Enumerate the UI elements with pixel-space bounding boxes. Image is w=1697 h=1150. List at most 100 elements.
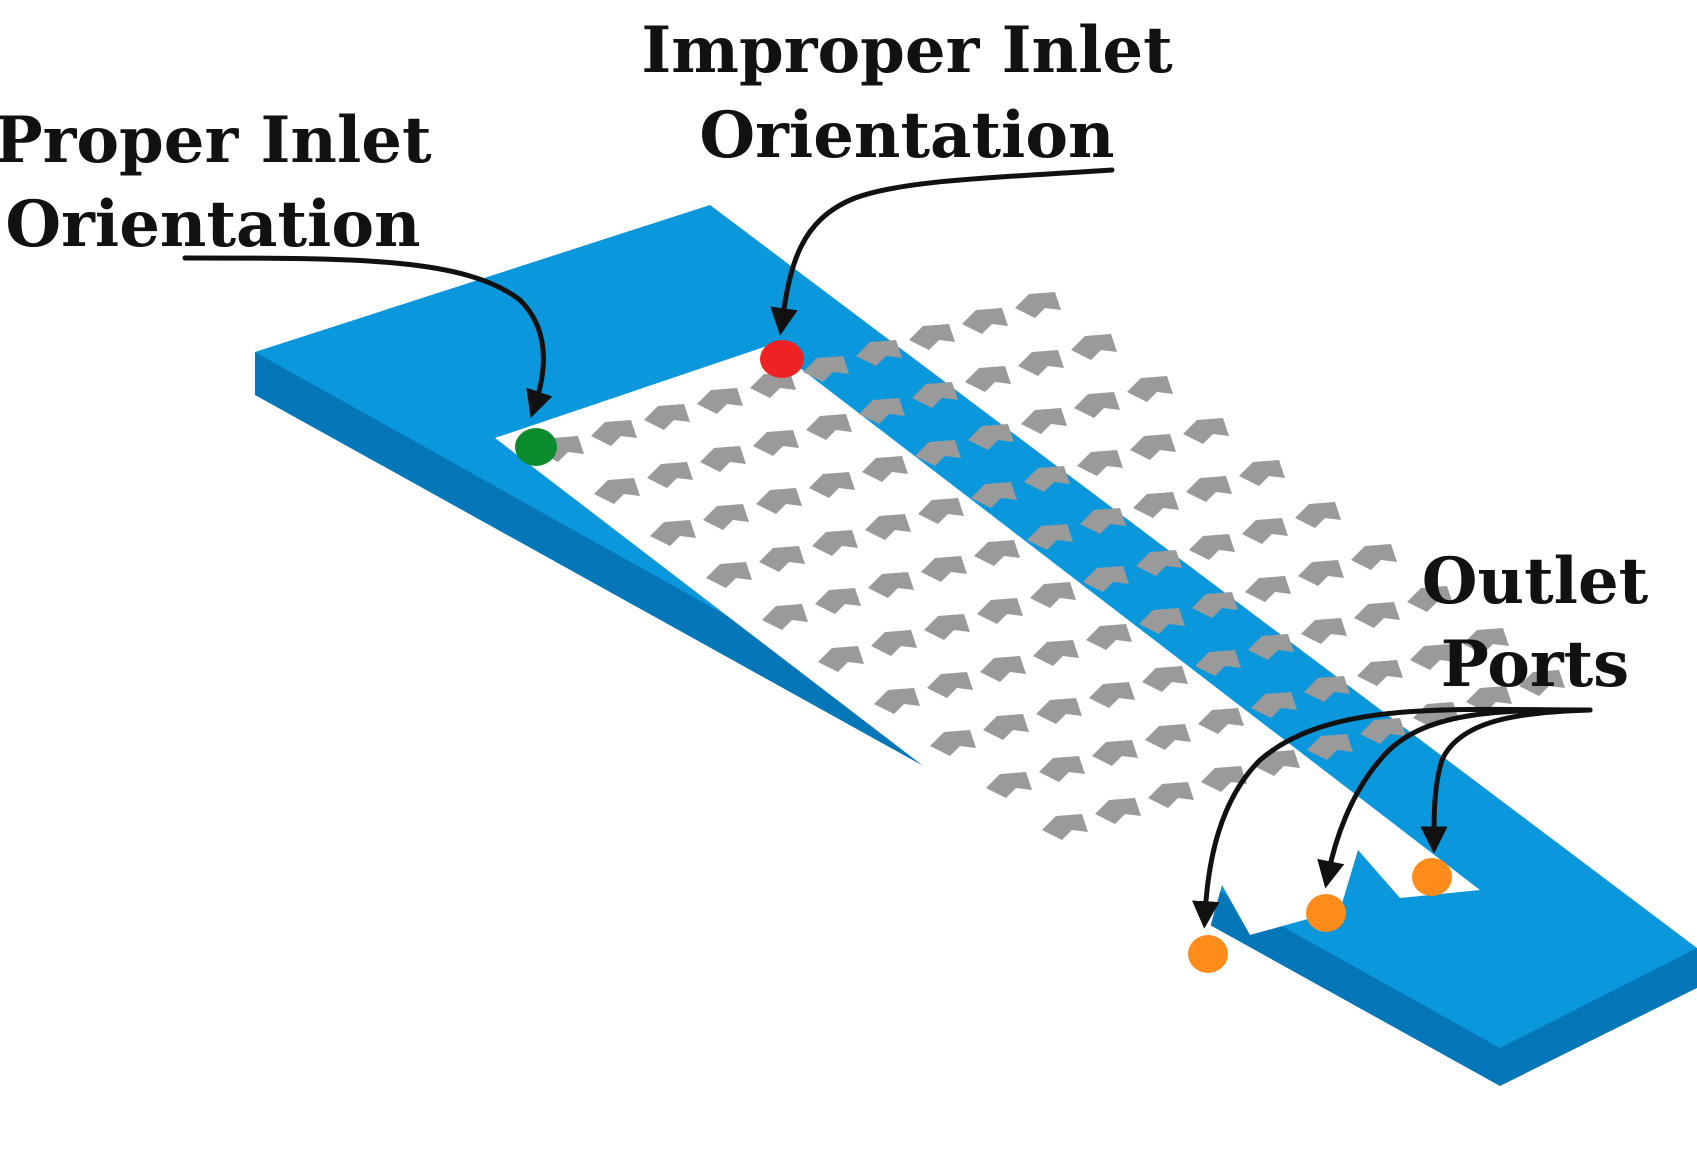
pillar — [874, 688, 920, 714]
pillar — [1463, 628, 1509, 654]
pillar — [1142, 666, 1188, 692]
pillar — [921, 556, 967, 582]
pillar — [930, 730, 976, 756]
outlet-port — [1412, 858, 1452, 896]
improper-inlet-label-line2: Orientation — [699, 98, 1114, 173]
pillar — [1298, 560, 1344, 586]
improper-inlet-arrow — [770, 167, 1115, 336]
pillar — [927, 672, 973, 698]
proper-inlet-arrow — [182, 255, 553, 419]
pillar — [809, 472, 855, 498]
pillar — [1360, 718, 1406, 744]
pillar — [1071, 334, 1117, 360]
pillar — [647, 462, 693, 488]
outlet-arrow-middle — [1317, 707, 1593, 889]
pillar — [1239, 460, 1285, 486]
pillar — [1192, 592, 1238, 618]
pillar — [1186, 476, 1232, 502]
pillar — [1145, 724, 1191, 750]
pillar — [1015, 292, 1061, 318]
pillar — [1074, 392, 1120, 418]
improper-inlet-port — [760, 340, 804, 378]
pillar — [815, 588, 861, 614]
pillar — [856, 340, 902, 366]
outlet-port — [1188, 935, 1228, 973]
proper-inlet-port — [515, 428, 557, 466]
pillar — [924, 614, 970, 640]
pillar — [803, 356, 849, 382]
pillar — [650, 520, 696, 546]
pillar — [1030, 582, 1076, 608]
pillar — [965, 366, 1011, 392]
pillar — [918, 498, 964, 524]
pillar — [1127, 376, 1173, 402]
pillar — [1195, 650, 1241, 676]
pillar — [750, 372, 796, 398]
pillar — [1089, 682, 1135, 708]
pillar — [759, 546, 805, 572]
pillar — [1519, 670, 1565, 696]
pillar — [1307, 734, 1353, 760]
pillar — [1086, 624, 1132, 650]
pillar — [871, 630, 917, 656]
pillar — [1466, 686, 1512, 712]
pillar — [909, 324, 955, 350]
ports — [515, 340, 1452, 973]
pillar — [915, 440, 961, 466]
pillar — [980, 656, 1026, 682]
pillar — [1136, 550, 1182, 576]
pillar — [1130, 434, 1176, 460]
pillar — [862, 456, 908, 482]
outlet-arrow-left — [1192, 706, 1593, 929]
pillar — [1251, 692, 1297, 718]
pillar — [1133, 492, 1179, 518]
pillar — [1201, 766, 1247, 792]
pillar — [1407, 586, 1453, 612]
pillar — [983, 714, 1029, 740]
pillar — [644, 404, 690, 430]
outlet-arrow-right — [1420, 707, 1593, 854]
pillar — [753, 430, 799, 456]
pillar — [1295, 502, 1341, 528]
pillar-array — [538, 292, 1565, 840]
pillar — [818, 646, 864, 672]
pillar — [1080, 508, 1126, 534]
pillar — [859, 398, 905, 424]
pillar — [986, 772, 1032, 798]
pillar — [868, 572, 914, 598]
outlet-port — [1306, 894, 1346, 932]
pillar — [977, 598, 1023, 624]
pillar — [697, 388, 743, 414]
outlet-ports-label-line1: Outlet — [1422, 544, 1649, 619]
pillar — [1410, 644, 1456, 670]
pillar — [1304, 676, 1350, 702]
pillar — [1092, 740, 1138, 766]
pillar — [912, 382, 958, 408]
pillar — [1301, 618, 1347, 644]
proper-inlet-label-line2: Orientation — [5, 187, 420, 262]
proper-inlet-label-line1: Proper Inlet — [0, 103, 432, 178]
pillar — [706, 562, 752, 588]
pillar — [1024, 466, 1070, 492]
pillar — [1189, 534, 1235, 560]
pillar — [1036, 698, 1082, 724]
pillar — [1183, 418, 1229, 444]
pillar — [591, 420, 637, 446]
pillar — [1139, 608, 1185, 634]
pillar — [1033, 640, 1079, 666]
improper-inlet-label-line1: Improper Inlet — [641, 13, 1173, 88]
pillar — [974, 540, 1020, 566]
pillar — [1018, 350, 1064, 376]
pillar — [1198, 708, 1244, 734]
outlet-ports-label-line2: Ports — [1441, 627, 1629, 702]
pillar — [1242, 518, 1288, 544]
pillar — [1042, 814, 1088, 840]
pillar — [756, 488, 802, 514]
pillar — [1357, 660, 1403, 686]
pillar — [1354, 602, 1400, 628]
pillar — [703, 504, 749, 530]
pillar — [1248, 634, 1294, 660]
pillar — [865, 514, 911, 540]
pillar — [1021, 408, 1067, 434]
